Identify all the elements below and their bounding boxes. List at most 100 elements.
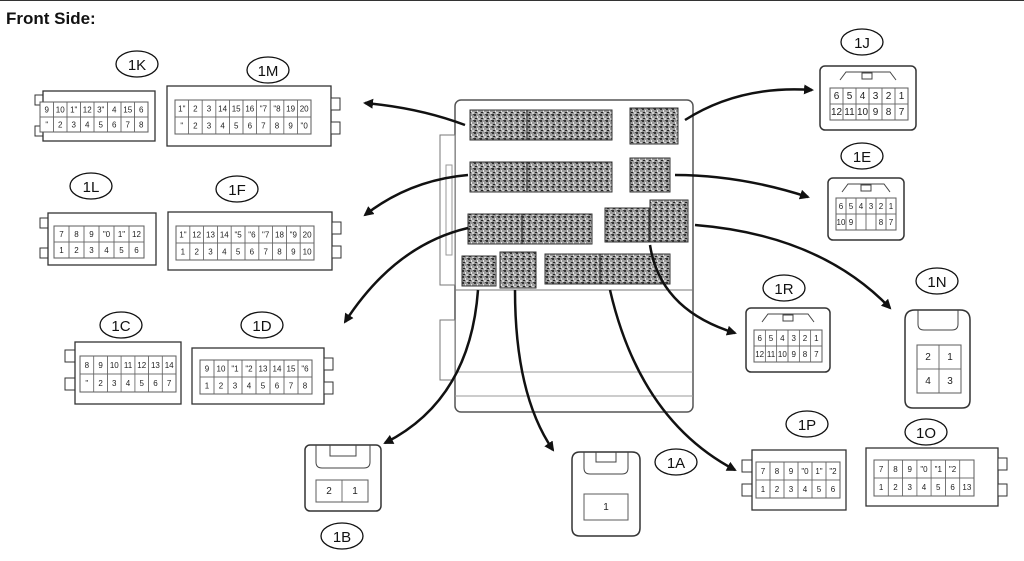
- pin-cell-1M: [297, 116, 312, 135]
- pin-number-1K: 1": [70, 106, 77, 115]
- pin-number-1L: 9: [89, 230, 94, 239]
- pin-cell-1F: [299, 242, 315, 261]
- pin-number-1D: 6: [275, 382, 280, 391]
- pin-number-1J: 3: [873, 91, 879, 102]
- pin-number-1M: 7: [261, 122, 266, 131]
- pin-number-1R: 2: [803, 334, 808, 343]
- pin-number-1J: 6: [834, 91, 840, 102]
- pin-number-1D: 7: [289, 382, 294, 391]
- pin-cell-1L: [128, 241, 145, 259]
- pin-number-1C: 5: [139, 379, 144, 388]
- pin-number-1D: 13: [259, 365, 268, 374]
- pin-number-1L: 12: [132, 230, 141, 239]
- pin-number-1K: 9: [45, 106, 50, 115]
- pin-number-1N: 2: [925, 352, 931, 363]
- pin-number-1D: "1: [231, 365, 239, 374]
- pin-number-1N: 1: [947, 352, 953, 363]
- pin-number-1P: 7: [761, 467, 766, 476]
- pin-number-1D: 5: [261, 382, 266, 391]
- arrow-to-1J: [684, 84, 814, 122]
- pin-number-1F: 18: [275, 231, 284, 240]
- pin-number-1R: 8: [803, 350, 808, 359]
- pin-number-1P: 2: [775, 485, 780, 494]
- pin-number-1E: 5: [849, 202, 854, 211]
- pin-number-1R: 6: [757, 334, 762, 343]
- socket-1J: [629, 107, 679, 145]
- connector-label-1P: 1P: [798, 417, 816, 434]
- pin-number-1K: 12: [83, 106, 92, 115]
- pin-number-1K: 8: [139, 121, 144, 130]
- connector-label-1F: 1F: [228, 182, 246, 199]
- connector-label-1R: 1R: [774, 281, 793, 298]
- pin-cell-1E: [885, 213, 897, 231]
- pin-number-1M: "7: [260, 105, 268, 114]
- pin-number-1D: 2: [219, 382, 224, 391]
- pin-number-1E: 4: [859, 202, 864, 211]
- pin-number-1O: 7: [879, 465, 884, 474]
- pin-number-1F: 1": [179, 231, 186, 240]
- pin-number-1L: 6: [134, 246, 139, 255]
- socket-1R: [604, 207, 650, 243]
- pin-number-1L: 8: [74, 230, 79, 239]
- pin-cell-1K: [134, 116, 149, 133]
- pin-number-1F: 14: [220, 231, 229, 240]
- pin-number-1R: 1: [814, 334, 819, 343]
- pin-number-1M: ": [180, 122, 183, 131]
- pin-number-1M: 20: [300, 105, 309, 114]
- pin-number-1F: 6: [250, 248, 255, 257]
- pin-number-1F: "9: [290, 231, 298, 240]
- pin-number-1O: 1: [879, 483, 884, 492]
- connector-label-1C: 1C: [111, 318, 130, 335]
- pin-number-1F: 13: [206, 231, 215, 240]
- pin-number-1D: 3: [233, 382, 238, 391]
- pin-number-1R: 4: [780, 334, 785, 343]
- pin-number-1K: 3": [97, 106, 104, 115]
- socket-1E: [629, 157, 671, 193]
- pin-number-1K: 15: [123, 106, 132, 115]
- pin-number-1L: 1: [59, 246, 64, 255]
- pin-number-1E: 3: [869, 202, 874, 211]
- pin-number-1P: 8: [775, 467, 780, 476]
- pin-number-1D: "6: [301, 365, 309, 374]
- pin-number-1P: "2: [829, 467, 837, 476]
- arrow-to-1E: [674, 173, 810, 200]
- pin-number-1L: 4: [104, 246, 109, 255]
- arrow-to-1P: [608, 289, 737, 472]
- pin-number-1K: 3: [72, 121, 77, 130]
- junction-block: [439, 99, 694, 413]
- pin-number-1M: 8: [275, 122, 280, 131]
- connector-label-1B: 1B: [333, 529, 351, 546]
- pin-number-1M: "0: [301, 122, 309, 131]
- pin-number-1C: 10: [110, 361, 119, 370]
- pin-number-1M: 9: [288, 122, 293, 131]
- pin-number-1J: 7: [899, 107, 905, 118]
- pin-number-1K: 6: [139, 106, 144, 115]
- pin-number-1J: 10: [857, 107, 869, 118]
- pin-number-1P: 3: [789, 485, 794, 494]
- pin-number-1C: 11: [124, 361, 133, 370]
- socket-1N: [649, 199, 689, 243]
- pin-number-1L: 2: [74, 246, 79, 255]
- pin-number-1E: 6: [839, 202, 844, 211]
- pin-number-1K: 2: [58, 121, 63, 130]
- pin-number-1O: 4: [922, 483, 927, 492]
- pin-cell-1O: [959, 477, 975, 497]
- arrow-to-1A: [513, 289, 555, 452]
- arrow-to-1K-1M: [363, 98, 466, 127]
- pin-number-1R: 9: [791, 350, 796, 359]
- pin-number-1E: 7: [889, 218, 894, 227]
- pin-number-1C: 2: [98, 379, 103, 388]
- pin-number-1E: 2: [879, 202, 884, 211]
- pin-cell-1A: [583, 493, 629, 521]
- pin-number-1R: 5: [769, 334, 774, 343]
- pin-number-1D: 15: [287, 365, 296, 374]
- pin-number-1O: 2: [893, 483, 898, 492]
